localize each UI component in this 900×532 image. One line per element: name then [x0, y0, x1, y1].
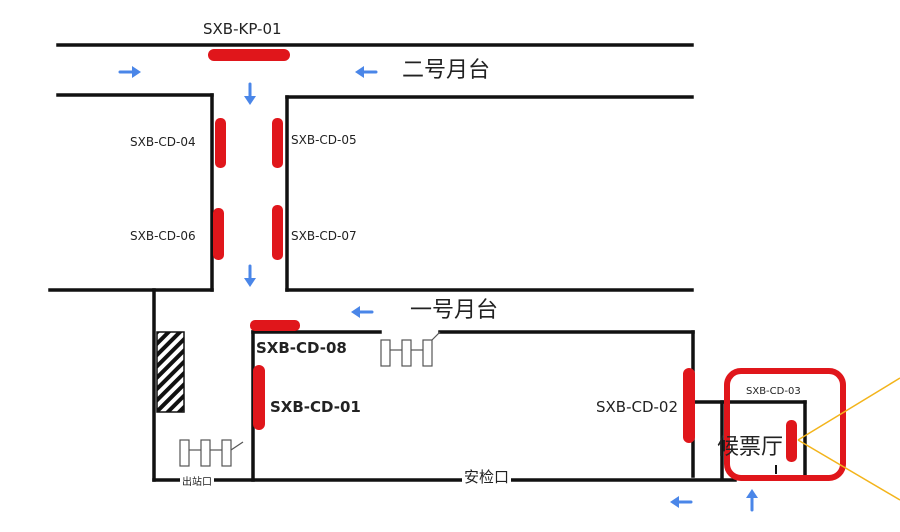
door-sxb-cd-01	[253, 365, 265, 430]
door-sxb-cd-02	[683, 368, 695, 443]
label-sxb-cd-08: SXB-CD-08	[256, 339, 347, 357]
label-security-check: 安检口	[462, 468, 512, 486]
gate-icon	[380, 331, 441, 367]
label-sxb-cd-07: SXB-CD-07	[291, 229, 357, 243]
callout-line-lower	[797, 439, 900, 501]
door-sxb-cd-04	[215, 118, 226, 168]
callout-line-upper	[797, 377, 900, 441]
label-sxb-cd-02: SXB-CD-02	[596, 398, 679, 416]
label-waiting-hall: 候票厅	[717, 435, 784, 460]
highlight-box	[724, 368, 846, 481]
label-platform-1: 一号月台	[410, 298, 499, 323]
label-sxb-cd-05: SXB-CD-05	[291, 133, 357, 147]
label-sxb-cd-01: SXB-CD-01	[270, 398, 361, 416]
label-platform-2: 二号月台	[402, 58, 491, 83]
doors	[208, 49, 797, 462]
callout-lines	[797, 377, 900, 501]
label-sxb-cd-03: SXB-CD-03	[746, 386, 801, 397]
arrow-up-icon	[746, 489, 758, 512]
arrow-left-icon	[355, 66, 378, 78]
label-sxb-cd-06: SXB-CD-06	[130, 229, 196, 243]
arrow-down-icon	[244, 264, 256, 287]
label-sxb-kp-01: SXB-KP-01	[203, 20, 282, 38]
arrow-left-icon	[351, 306, 374, 318]
door-sxb-cd-05	[272, 118, 283, 168]
arrow-down-icon	[244, 82, 256, 105]
direction-arrows	[118, 66, 758, 512]
door-sxb-cd-07	[272, 205, 283, 260]
door-sxb-kp-01	[208, 49, 290, 61]
arrow-left-icon	[670, 496, 693, 508]
label-exit: 出站口	[180, 477, 214, 488]
door-sxb-cd-08	[250, 320, 300, 331]
gate-icon	[179, 439, 244, 467]
door-sxb-cd-03	[786, 420, 797, 462]
label-sxb-cd-04: SXB-CD-04	[130, 135, 196, 149]
arrow-right-icon	[118, 66, 141, 78]
hatch-icon	[156, 331, 185, 413]
door-sxb-cd-06	[213, 208, 224, 260]
